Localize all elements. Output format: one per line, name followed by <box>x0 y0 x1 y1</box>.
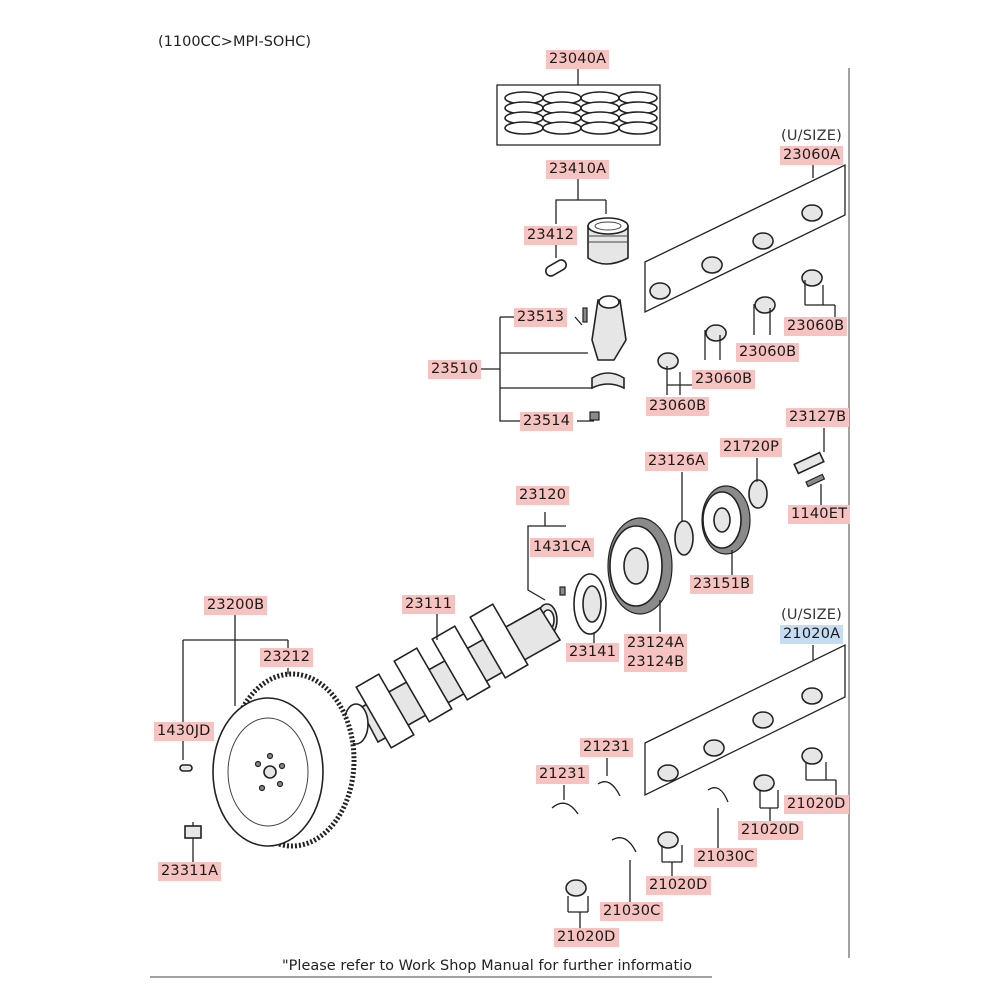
part-label-1430JD[interactable]: 1430JD <box>154 722 214 741</box>
main-bearing-set-top <box>644 163 846 395</box>
part-label-23060B-3[interactable]: 23060B <box>692 370 756 389</box>
part-label-23410A[interactable]: 23410A <box>546 160 610 179</box>
part-label-23060B-4[interactable]: 23060B <box>646 397 710 416</box>
part-label-23412[interactable]: 23412 <box>524 226 578 245</box>
undersize-note-top: (U/SIZE) <box>781 128 842 144</box>
part-label-21030C-1[interactable]: 21030C <box>694 848 758 867</box>
crankshaft-pulley-assembly <box>527 428 826 644</box>
part-label-21020D-4[interactable]: 21020D <box>554 928 619 947</box>
part-label-21720P[interactable]: 21720P <box>720 438 783 457</box>
engine-variant-note: (1100CC>MPI-SOHC) <box>158 34 312 50</box>
part-label-21020D-3[interactable]: 21020D <box>646 876 711 895</box>
part-label-23212[interactable]: 23212 <box>260 648 314 667</box>
part-label-1140ET[interactable]: 1140ET <box>788 505 851 524</box>
main-bearing-set-bottom <box>551 643 846 928</box>
part-label-23510[interactable]: 23510 <box>428 360 482 379</box>
footer-note: "Please refer to Work Shop Manual for fu… <box>282 958 693 974</box>
crankshaft <box>343 603 562 749</box>
part-label-21020D-1[interactable]: 21020D <box>784 795 849 814</box>
part-label-23124A[interactable]: 23124A <box>624 634 688 653</box>
part-label-23151B[interactable]: 23151B <box>690 575 754 594</box>
part-label-23060B-2[interactable]: 23060B <box>736 343 800 362</box>
part-label-23124B[interactable]: 23124B <box>624 653 688 672</box>
part-label-1431CA[interactable]: 1431CA <box>530 538 595 557</box>
connecting-rod-assembly <box>480 295 627 422</box>
part-label-21231-1[interactable]: 21231 <box>580 738 634 757</box>
part-label-21020D-2[interactable]: 21020D <box>738 821 803 840</box>
part-label-21231-2[interactable]: 21231 <box>536 765 590 784</box>
part-label-23126A[interactable]: 23126A <box>645 452 709 471</box>
flywheel-assembly <box>179 615 357 862</box>
part-label-23141[interactable]: 23141 <box>566 643 620 662</box>
part-label-23060B-1[interactable]: 23060B <box>784 317 848 336</box>
part-label-23514[interactable]: 23514 <box>520 412 574 431</box>
part-label-23040A[interactable]: 23040A <box>546 50 610 69</box>
piston-assembly <box>545 178 629 277</box>
part-label-23127B[interactable]: 23127B <box>786 408 850 427</box>
undersize-note-bottom: (U/SIZE) <box>781 607 842 623</box>
part-label-23120[interactable]: 23120 <box>516 486 570 505</box>
part-label-23200B[interactable]: 23200B <box>204 596 268 615</box>
piston-ring-set <box>496 68 661 146</box>
part-label-23311A[interactable]: 23311A <box>158 862 222 881</box>
part-label-21020A[interactable]: 21020A <box>780 625 844 644</box>
part-label-23060A[interactable]: 23060A <box>780 146 844 165</box>
part-label-23111[interactable]: 23111 <box>402 595 456 614</box>
part-label-21030C-2[interactable]: 21030C <box>600 902 664 921</box>
part-label-23513[interactable]: 23513 <box>514 308 568 327</box>
